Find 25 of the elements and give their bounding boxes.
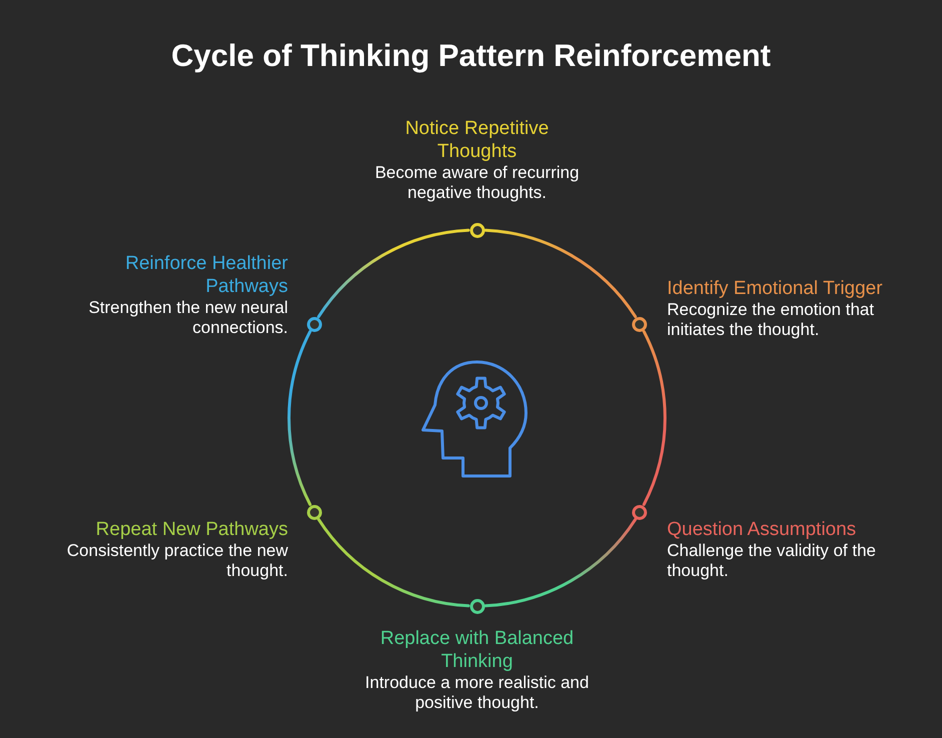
arc-connector bbox=[642, 330, 666, 506]
ring-marker bbox=[470, 222, 484, 238]
ring-marker bbox=[632, 316, 648, 332]
diagram-title: Cycle of Thinking Pattern Reinforcement bbox=[171, 37, 771, 75]
ring-marker bbox=[306, 316, 322, 332]
step-title: Repeat New Pathways bbox=[94, 518, 288, 541]
ring-marker bbox=[306, 504, 322, 520]
ring-marker bbox=[470, 598, 484, 614]
step-title: Identify Emotional Trigger bbox=[667, 277, 884, 300]
step-description: Strengthen the new neural connections. bbox=[88, 298, 288, 338]
step-description: Introduce a more realistic and positive thought. bbox=[364, 673, 590, 713]
ring-marker bbox=[632, 504, 648, 520]
step-title: Replace with Balanced Thinking bbox=[379, 627, 575, 673]
step-title: Notice Repetitive Thoughts bbox=[404, 117, 550, 163]
step-title: Question Assumptions bbox=[667, 518, 858, 541]
step-description: Recognize the emotion that initiates the thought. bbox=[667, 300, 875, 340]
step-title: Reinforce Healthier Pathways bbox=[124, 252, 288, 298]
step-description: Become aware of recurring negative thoughts. bbox=[374, 163, 580, 203]
step-description: Challenge the validity of the thought. bbox=[667, 541, 877, 581]
arc-connector bbox=[288, 330, 312, 506]
arc-connector bbox=[484, 228, 637, 318]
arc-connector bbox=[317, 228, 470, 318]
step-description: Consistently practice the new thought. bbox=[66, 541, 288, 581]
arc-connector bbox=[317, 518, 470, 608]
arc-connector bbox=[484, 518, 637, 608]
